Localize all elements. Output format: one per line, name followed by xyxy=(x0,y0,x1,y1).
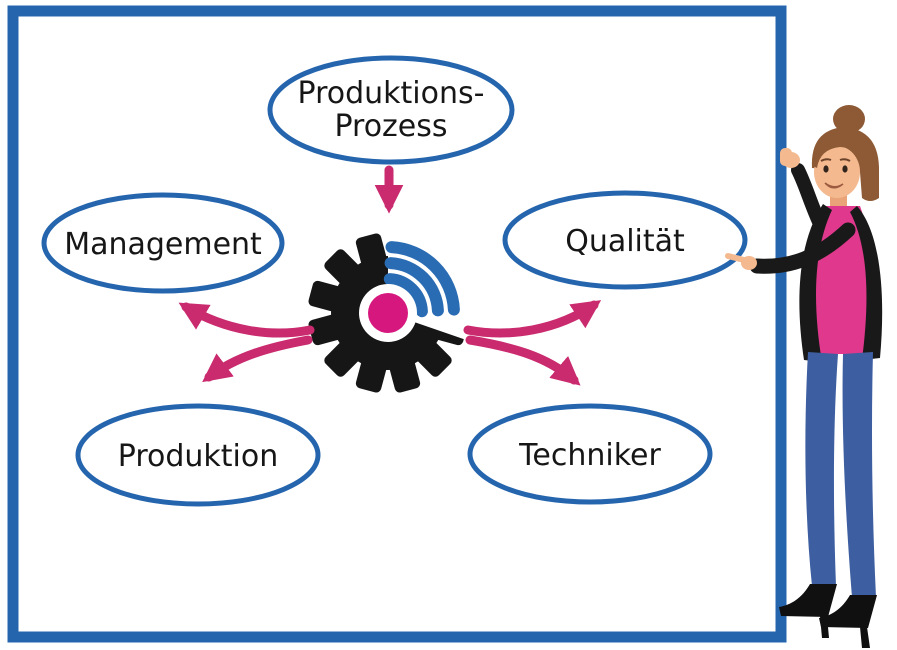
node-produktionsprozess-ellipse xyxy=(267,55,515,165)
arrow-to-management xyxy=(178,302,315,338)
arrow-to-qualitaet xyxy=(463,300,602,338)
left-brow xyxy=(820,158,832,162)
node-produktion-label: Produktion xyxy=(118,439,279,474)
node-management-ellipse xyxy=(41,192,285,294)
arrows xyxy=(178,165,602,386)
node-techniker-label: Techniker xyxy=(518,438,661,473)
hub-center-dot xyxy=(368,293,408,333)
node-management-label: Management xyxy=(64,227,262,262)
node-produktion: Produktion xyxy=(75,403,321,507)
right-heel xyxy=(860,627,870,648)
jacket-left-panel xyxy=(799,204,832,362)
node-techniker: Techniker xyxy=(467,403,713,505)
pointing-finger xyxy=(725,253,751,264)
pointing-arm xyxy=(749,222,856,274)
node-produktionsprozess: Produktions- Prozess xyxy=(267,55,515,165)
jeans-right-leg xyxy=(842,352,876,597)
right-shoe xyxy=(819,595,877,628)
node-produktionsprozess-label-line1: Produktions- xyxy=(298,76,485,111)
node-qualitaet: Qualität xyxy=(502,190,748,290)
arrow-to-produktion xyxy=(202,335,313,383)
hair-bun xyxy=(833,105,865,133)
right-eye xyxy=(842,165,848,173)
arrow-to-techniker xyxy=(465,335,581,386)
left-eye xyxy=(823,165,829,173)
node-produktionsprozess-label-line2: Prozess xyxy=(334,109,447,144)
presenter-woman xyxy=(725,105,883,648)
left-shoe xyxy=(779,584,837,617)
wifi-arcs-icon xyxy=(383,241,460,318)
node-produktion-ellipse xyxy=(75,403,321,507)
grip-fingers xyxy=(780,148,792,166)
node-management: Management xyxy=(41,192,285,294)
node-qualitaet-ellipse xyxy=(502,190,748,290)
node-techniker-ellipse xyxy=(467,403,713,505)
right-brow xyxy=(839,158,851,162)
smile xyxy=(824,182,844,189)
jacket-right-panel xyxy=(850,206,883,360)
node-qualitaet-label: Qualität xyxy=(565,224,685,259)
gear-wifi-icon xyxy=(308,221,481,393)
hair-front xyxy=(813,131,876,172)
jeans-left-leg xyxy=(805,352,838,586)
